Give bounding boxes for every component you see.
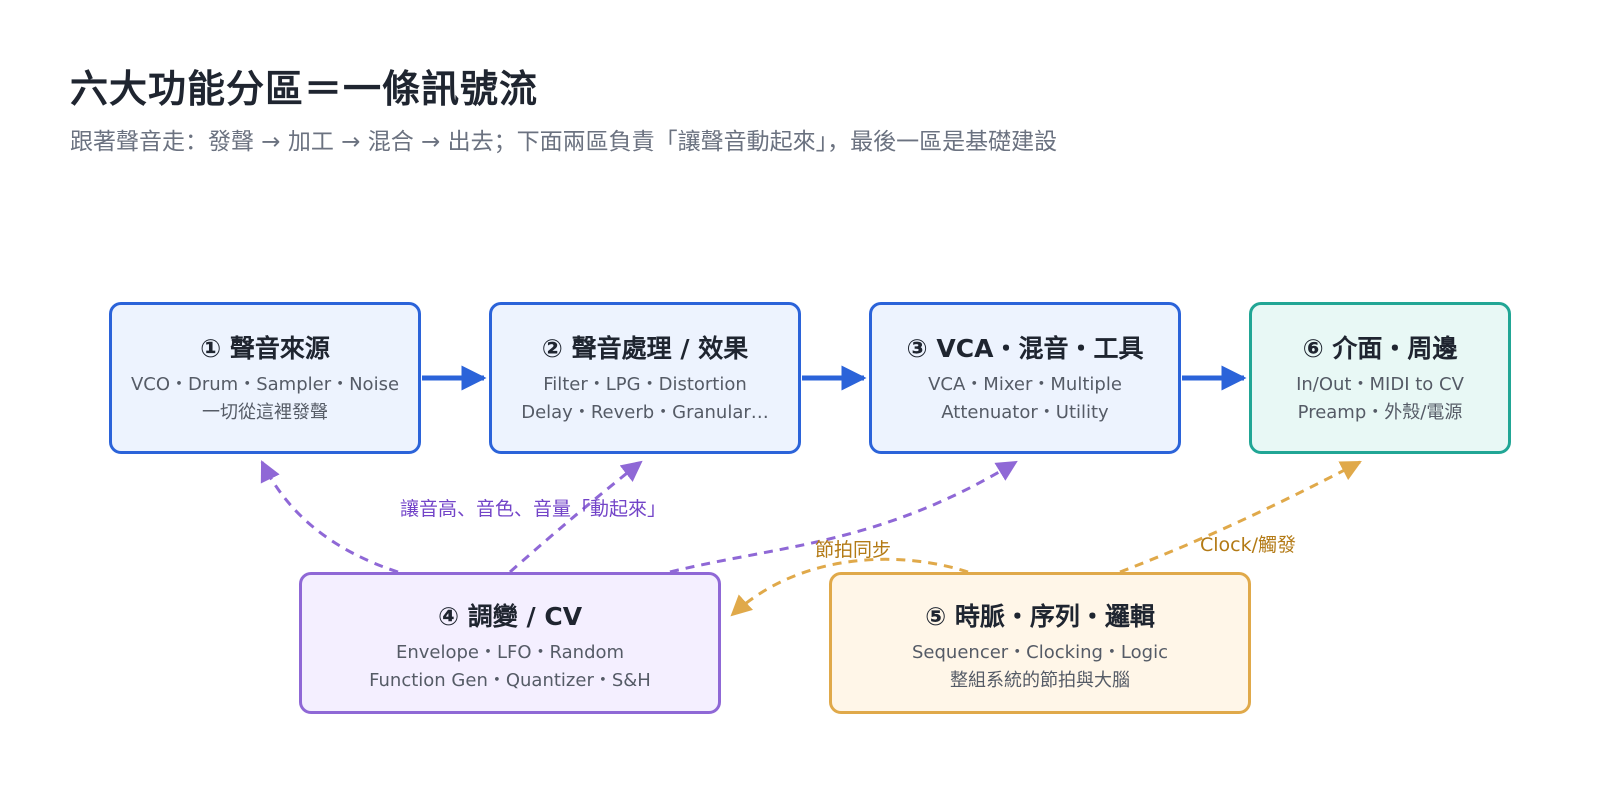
page-title: 六大功能分區＝一條訊號流 [70, 67, 539, 111]
module-line: Filter・LPG・Distortion [543, 374, 747, 395]
module-sound-processing: ② 聲音處理 / 效果 Filter・LPG・Distortion Delay・… [489, 302, 801, 454]
module-title: ③ VCA・混音・工具 [906, 334, 1144, 363]
clock-arrow-to-interface [1119, 460, 1362, 574]
module-sound-source: ① 聲音來源 VCO・Drum・Sampler・Noise 一切從這裡發聲 [109, 302, 421, 454]
module-line: In/Out・MIDI to CV [1296, 374, 1464, 395]
clock-edge-label: Clock/觸發 [1200, 534, 1297, 556]
module-title: ⑥ 介面・周邊 [1302, 334, 1458, 363]
module-title: ⑤ 時脈・序列・邏輯 [925, 602, 1155, 631]
mod-arrow-to-vca [669, 460, 1018, 574]
module-line: Sequencer・Clocking・Logic [912, 642, 1168, 663]
module-title: ④ 調變 / CV [437, 602, 583, 631]
sync-edge-label: 節拍同步 [815, 539, 892, 561]
module-line: 整組系統的節拍與大腦 [950, 670, 1130, 691]
module-line: VCO・Drum・Sampler・Noise [130, 374, 400, 395]
module-line: Envelope・LFO・Random [395, 642, 625, 663]
module-line: Attenuator・Utility [941, 402, 1109, 423]
module-vca-mix-utility: ③ VCA・混音・工具 VCA・Mixer・Multiple Attenuato… [869, 302, 1181, 454]
module-clock-sequence-logic: ⑤ 時脈・序列・邏輯 Sequencer・Clocking・Logic 整組系統… [829, 572, 1251, 714]
module-line: Delay・Reverb・Granular… [521, 402, 769, 423]
module-title: ② 聲音處理 / 效果 [541, 334, 749, 363]
module-line: Function Gen・Quantizer・S&H [369, 670, 651, 691]
module-title: ① 聲音來源 [200, 334, 330, 363]
mod-arrow-to-processing [509, 460, 643, 574]
modulation-edge-label: 讓音高、音色、音量「動起來」 [400, 498, 667, 520]
module-line: VCA・Mixer・Multiple [928, 374, 1122, 395]
mod-arrow-to-source [260, 460, 399, 574]
sync-arrow-to-modulation [730, 557, 969, 617]
module-line: 一切從這裡發聲 [202, 402, 328, 423]
module-modulation-cv: ④ 調變 / CV Envelope・LFO・Random Function G… [299, 572, 721, 714]
module-interface: ⑥ 介面・周邊 In/Out・MIDI to CV Preamp・外殼/電源 [1249, 302, 1511, 454]
module-line: Preamp・外殼/電源 [1297, 402, 1463, 423]
page-subtitle: 跟著聲音走：發聲 → 加工 → 混合 → 出去；下面兩區負責「讓聲音動起來」，最… [70, 129, 1058, 155]
